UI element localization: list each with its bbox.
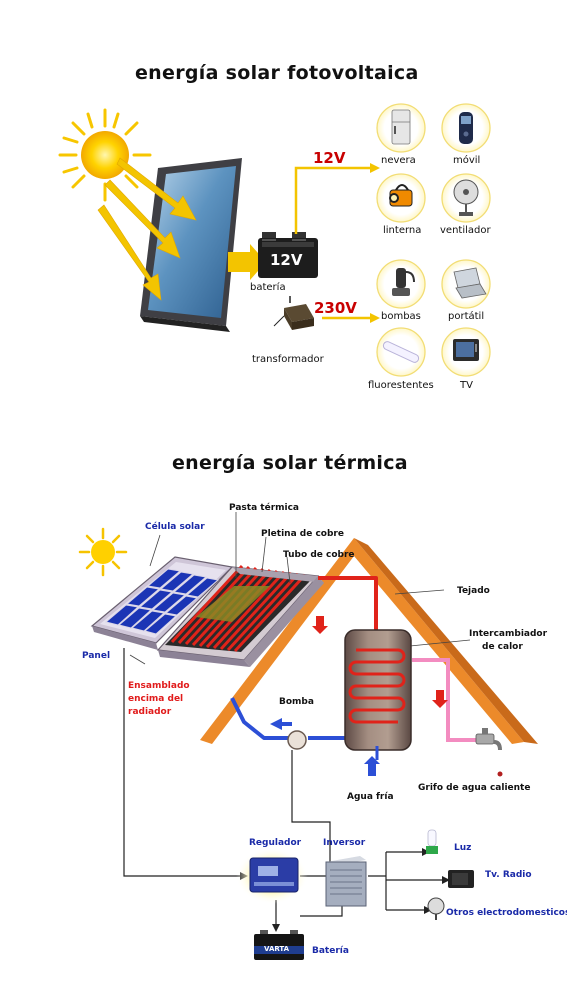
label-varta: VARTA bbox=[264, 945, 290, 953]
pump-icon bbox=[287, 730, 307, 750]
fan-icon bbox=[453, 179, 479, 216]
label-luz: Luz bbox=[454, 843, 472, 853]
distribution-lines bbox=[294, 166, 372, 320]
laptop-icon bbox=[453, 267, 487, 299]
electrical-wiring bbox=[123, 648, 444, 926]
label-pointers bbox=[129, 512, 471, 665]
small-sun-icon bbox=[78, 527, 128, 577]
sun-icon bbox=[58, 108, 152, 202]
appliance-label-laptop: portátil bbox=[448, 311, 485, 322]
lantern-icon bbox=[389, 184, 413, 207]
label-ensamblado-2: encima del bbox=[128, 694, 184, 704]
label-celula-solar: Célula solar bbox=[145, 522, 205, 532]
label-tubo: Tubo de cobre bbox=[283, 550, 355, 560]
label-regulador: Regulador bbox=[249, 838, 302, 848]
pump-icon bbox=[392, 268, 415, 296]
pv-diagram bbox=[58, 103, 491, 377]
appliance-label-fan: ventilador bbox=[440, 225, 491, 236]
fridge-icon bbox=[391, 109, 411, 145]
appliance-label-lantern: linterna bbox=[383, 225, 422, 236]
label-ensamblado-3: radiador bbox=[128, 707, 172, 717]
light-bulb-icon bbox=[426, 829, 438, 854]
sunlight-arrows bbox=[97, 157, 197, 301]
solar-collector-icon bbox=[90, 556, 324, 667]
tv-icon bbox=[453, 339, 479, 361]
fluorescent-tube-icon bbox=[382, 341, 420, 363]
label-grifo: Grifo de agua caliente bbox=[418, 783, 531, 793]
appliance-label-pump: bombas bbox=[381, 311, 421, 322]
appliance-label-tv: TV bbox=[460, 380, 473, 391]
flow-arrows bbox=[270, 616, 448, 776]
battery-face-label: 12V bbox=[270, 251, 303, 269]
inverter-icon bbox=[325, 856, 367, 907]
roof bbox=[200, 538, 538, 744]
thermal-diagram bbox=[78, 512, 538, 960]
solar-panel-icon bbox=[140, 158, 242, 332]
label-pasta-termica: Pasta térmica bbox=[229, 503, 300, 513]
appliance-circles bbox=[376, 103, 491, 377]
label-otros: Otros electrodomesticos bbox=[446, 908, 567, 918]
label-pletina: Pletina de cobre bbox=[261, 529, 344, 539]
faucet-icon bbox=[475, 728, 503, 777]
label-ensamblado-1: Ensamblado bbox=[128, 681, 190, 691]
thermal-title: energía solar térmica bbox=[172, 452, 408, 474]
battery-label: batería bbox=[250, 282, 286, 293]
label-bateria: Batería bbox=[312, 946, 349, 956]
hot-water-pipe bbox=[318, 576, 378, 636]
transformer-label: transformador bbox=[252, 354, 324, 365]
appliance-label-fridge: nevera bbox=[381, 155, 416, 166]
voltage-230v-label: 230V bbox=[314, 299, 357, 317]
label-intercambiador-2: de calor bbox=[482, 642, 523, 652]
appliance-label-mobile: móvil bbox=[453, 155, 481, 166]
regulator-icon bbox=[236, 848, 308, 904]
label-inversor: Inversor bbox=[323, 838, 366, 848]
heat-exchanger-tank bbox=[344, 629, 412, 751]
mobile-phone-icon bbox=[459, 112, 473, 144]
panel-to-battery-arrow bbox=[228, 244, 266, 280]
battery-icon bbox=[258, 232, 318, 278]
pv-title: energía solar fotovoltaica bbox=[135, 62, 419, 84]
varta-battery-icon bbox=[254, 930, 304, 960]
appliance-fan-icon bbox=[427, 897, 445, 920]
label-tejado: Tejado bbox=[457, 586, 490, 596]
voltage-12v-label: 12V bbox=[313, 149, 346, 167]
transformer-icon bbox=[273, 296, 314, 330]
label-bomba: Bomba bbox=[279, 697, 314, 707]
appliance-label-fluorescent: fluorestentes bbox=[368, 380, 434, 391]
tv-radio-icon bbox=[448, 870, 474, 888]
label-intercambiador-1: Intercambiador bbox=[469, 629, 548, 639]
label-tv-radio: Tv. Radio bbox=[485, 870, 532, 880]
label-panel: Panel bbox=[82, 651, 111, 661]
label-agua-fria: Agua fría bbox=[347, 792, 394, 802]
